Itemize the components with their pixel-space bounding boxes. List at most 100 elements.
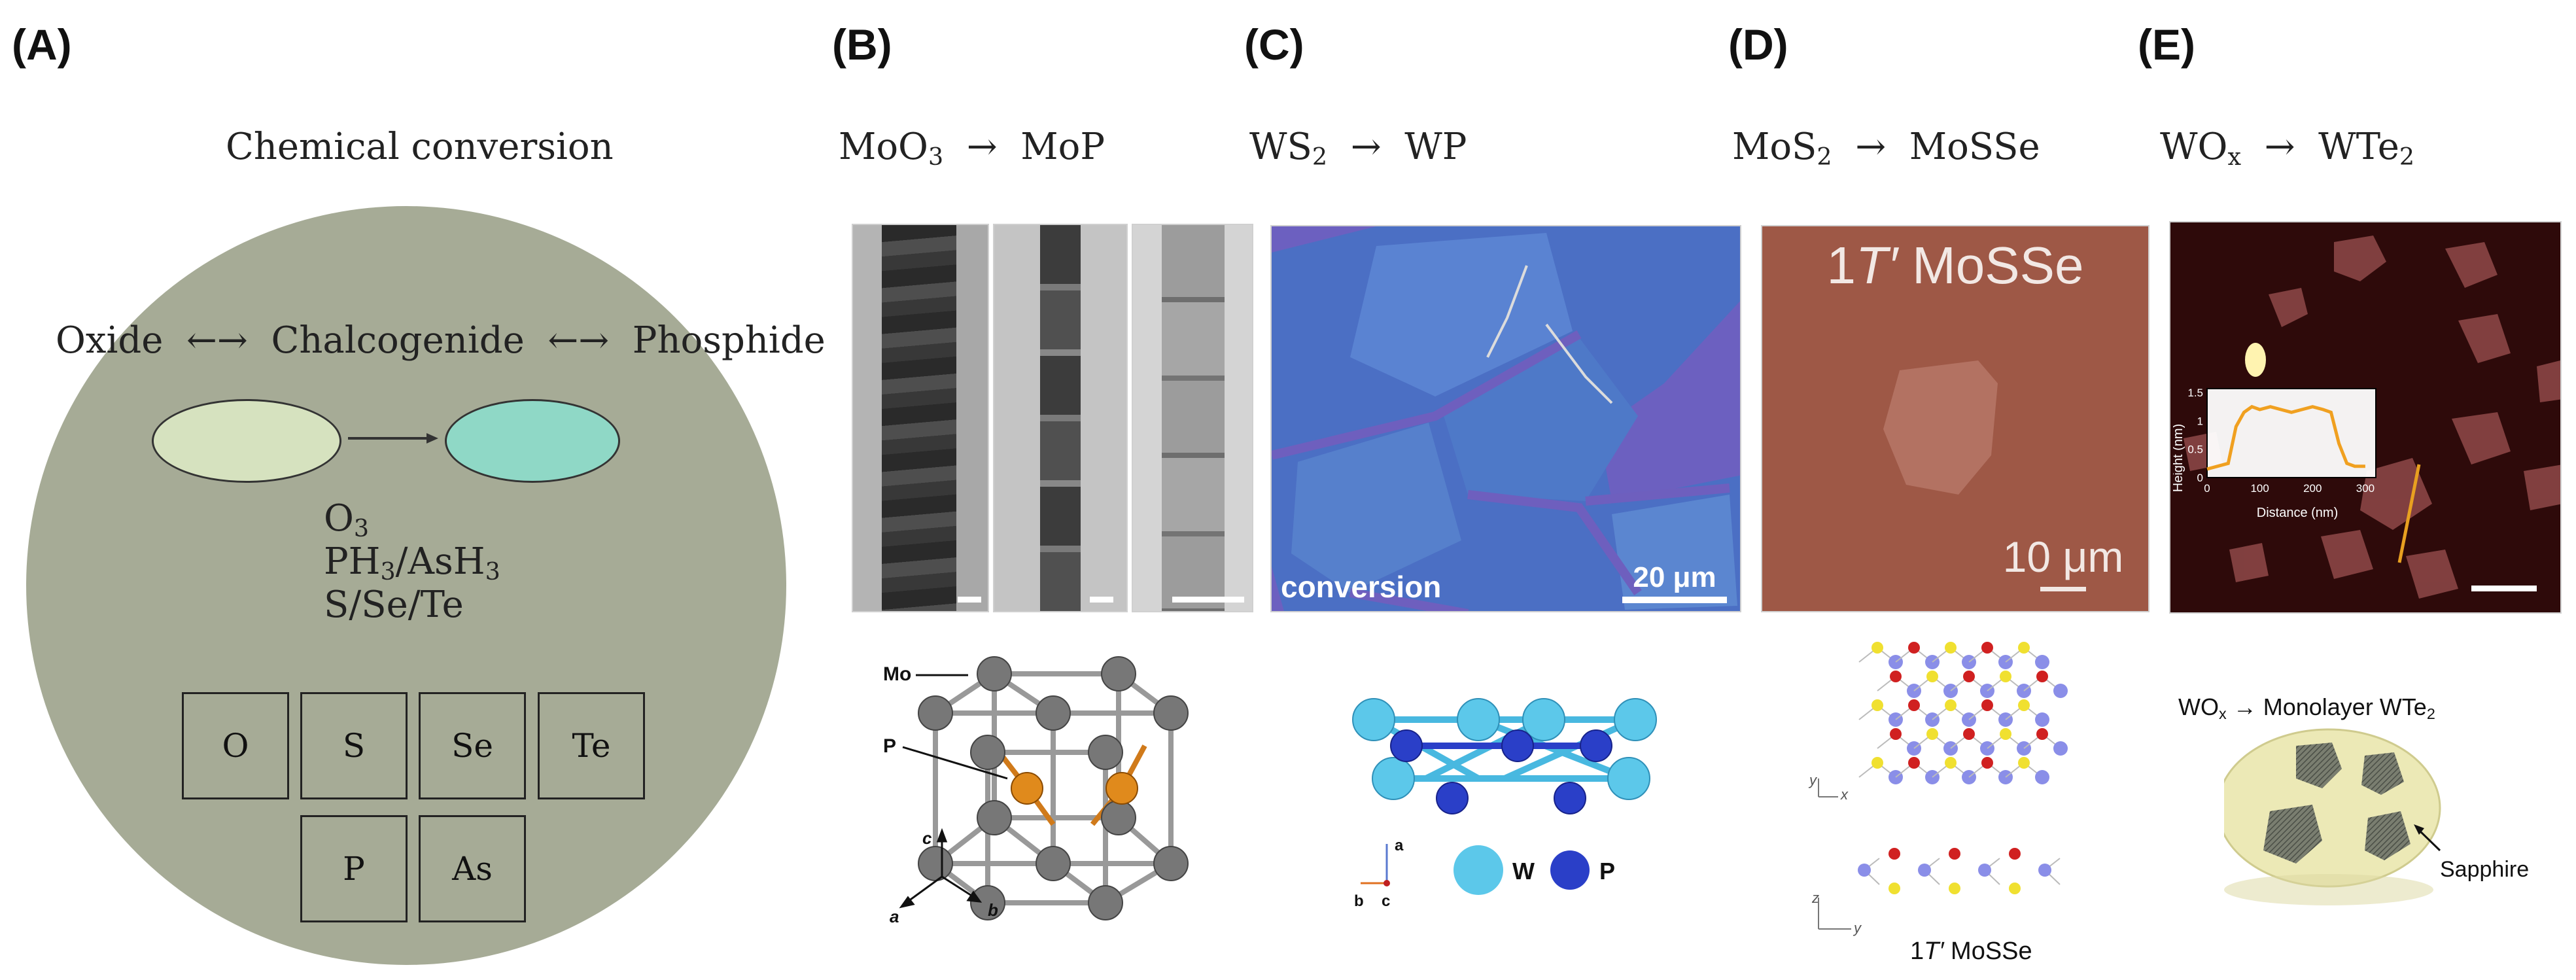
- optical-image-wp: conversion 20 μm: [1270, 225, 1741, 612]
- flake-shape: [1883, 360, 1998, 495]
- svg-text:b: b: [988, 900, 998, 920]
- chalcogen-atom: [1926, 671, 1938, 682]
- bright-particle: [2245, 343, 2266, 377]
- svg-text:y: y: [1853, 920, 1862, 936]
- chalcogen-atom: [1871, 757, 1883, 769]
- inset-xtick: 200: [2303, 482, 2322, 495]
- chalcogen-atom: [1945, 699, 1957, 711]
- phosphide-label: Phosphide: [632, 319, 826, 362]
- sapphire-label: Sapphire: [2440, 857, 2529, 882]
- scale-bar-label: 20 μm: [1622, 561, 1727, 603]
- panel-label-a: (A): [12, 20, 72, 69]
- height-profile-line: [2206, 404, 2365, 471]
- scale-bar: [958, 597, 981, 603]
- chalcogen-atom: [1963, 671, 1975, 682]
- mo-atom: [1978, 864, 1991, 877]
- mo-atom: [2038, 864, 2051, 877]
- svg-text:a: a: [1395, 837, 1404, 854]
- scale-bar: [1622, 597, 1727, 603]
- element-box-p: P: [300, 815, 408, 922]
- mo-atom: [2035, 655, 2049, 669]
- inset-ytick: 1.5: [2187, 387, 2203, 399]
- chalcogen-atom: [2009, 883, 2021, 894]
- arrow-icon: [2414, 824, 2424, 835]
- chalcogen-atom: [2036, 671, 2048, 682]
- mo-atom: [2035, 712, 2049, 727]
- inset-xtick: 0: [2204, 482, 2210, 495]
- inset-ylabel: Height (nm): [2173, 424, 2185, 492]
- structure-caption: 1T′ MoSSe: [1910, 937, 2032, 965]
- chalcogenide-label: Chalcogenide: [271, 319, 525, 362]
- scale-bar: [1172, 597, 1244, 603]
- tem-image-3: [1132, 224, 1253, 612]
- p-label: P: [883, 735, 896, 757]
- element-box-te: Te: [538, 692, 645, 799]
- mo-atom: [2053, 741, 2068, 756]
- inset-ytick: 1: [2197, 415, 2203, 427]
- element-box-s: S: [300, 692, 408, 799]
- chalcogen-atom: [1908, 757, 1920, 769]
- reagent-chalcogens: S/Se/Te: [324, 584, 464, 627]
- image-label: 1T′ MoSSe: [1826, 236, 2084, 294]
- scale-bar: [2471, 586, 2537, 591]
- panel-label-c: (C): [1244, 20, 1304, 69]
- conversion-arrow-icon: [348, 433, 438, 444]
- chalcogen-atom: [1926, 728, 1938, 740]
- chalcogen-atom: [2018, 642, 2030, 654]
- product-oval: [445, 399, 620, 483]
- element-box-o: O: [182, 692, 289, 799]
- chalcogen-atom: [1981, 642, 1993, 654]
- chalcogen-atom: [1908, 699, 1920, 711]
- element-box-as: As: [419, 815, 526, 922]
- inset-xtick: 100: [2250, 482, 2269, 495]
- chalcogen-atom: [1945, 757, 1957, 769]
- mo-atom: [2035, 770, 2049, 784]
- wte2-schematic: Sapphire: [2224, 728, 2529, 905]
- svg-text:c: c: [1382, 892, 1390, 910]
- chalcogen-atom: [1949, 883, 1960, 894]
- svg-text:c: c: [922, 828, 932, 848]
- chalcogen-atom: [1945, 642, 1957, 654]
- svg-text:b: b: [1354, 892, 1364, 910]
- mop-crystal-structure: Mo P c a b: [883, 656, 1189, 926]
- reagent-ozone: O3: [324, 497, 370, 543]
- chalcogen-atom: [1949, 848, 1960, 860]
- chalcogen-atom: [1963, 728, 1975, 740]
- panel-c-title: WS2 → WP: [1249, 126, 1467, 171]
- panel-b-title: MoO3 → MoP: [839, 126, 1105, 171]
- scale-bar: [1090, 597, 1113, 603]
- wte2-flake: [2296, 743, 2342, 788]
- wte2-flake: [2365, 811, 2411, 860]
- precursor-oval: [152, 399, 341, 483]
- wp-crystal-structure: a b c W P: [1352, 698, 1657, 910]
- svg-text:x: x: [1840, 786, 1849, 803]
- panel-e-title: WOx → WTe2: [2160, 126, 2415, 171]
- right-arrow-icon: →: [954, 126, 1009, 168]
- line-profile-marker: [2397, 464, 2421, 563]
- w-legend-label: W: [1512, 858, 1535, 884]
- chalcogen-atom: [2018, 699, 2030, 711]
- element-box-se: Se: [419, 692, 526, 799]
- panel-label-d: (D): [1728, 20, 1788, 69]
- inset-xtick: 300: [2356, 482, 2375, 495]
- panel-a-title: Chemical conversion: [226, 126, 614, 168]
- chalcogen-atom: [1871, 642, 1883, 654]
- right-arrow-icon: →: [2252, 126, 2307, 168]
- tem-image-1: [852, 224, 989, 612]
- mo-label: Mo: [883, 663, 911, 685]
- inset-ytick: 0: [2197, 472, 2203, 484]
- wte2-flake: [2361, 752, 2404, 795]
- chalcogen-atom: [2036, 728, 2048, 740]
- mo-atom: [2053, 684, 2068, 698]
- p-legend-label: P: [1599, 858, 1615, 884]
- chalcogen-atom: [1890, 728, 1902, 740]
- double-arrow-icon: ←→: [536, 319, 621, 362]
- w-legend-icon: [1453, 845, 1503, 895]
- chalcogen-atom: [2000, 671, 2011, 682]
- p-legend-icon: [1550, 850, 1590, 890]
- chalcogen-atom: [1888, 883, 1900, 894]
- reagent-list: O3 PH3/AsH3 S/Se/Te: [324, 499, 500, 625]
- panel-d-title: MoS2 → MoSSe: [1732, 126, 2040, 171]
